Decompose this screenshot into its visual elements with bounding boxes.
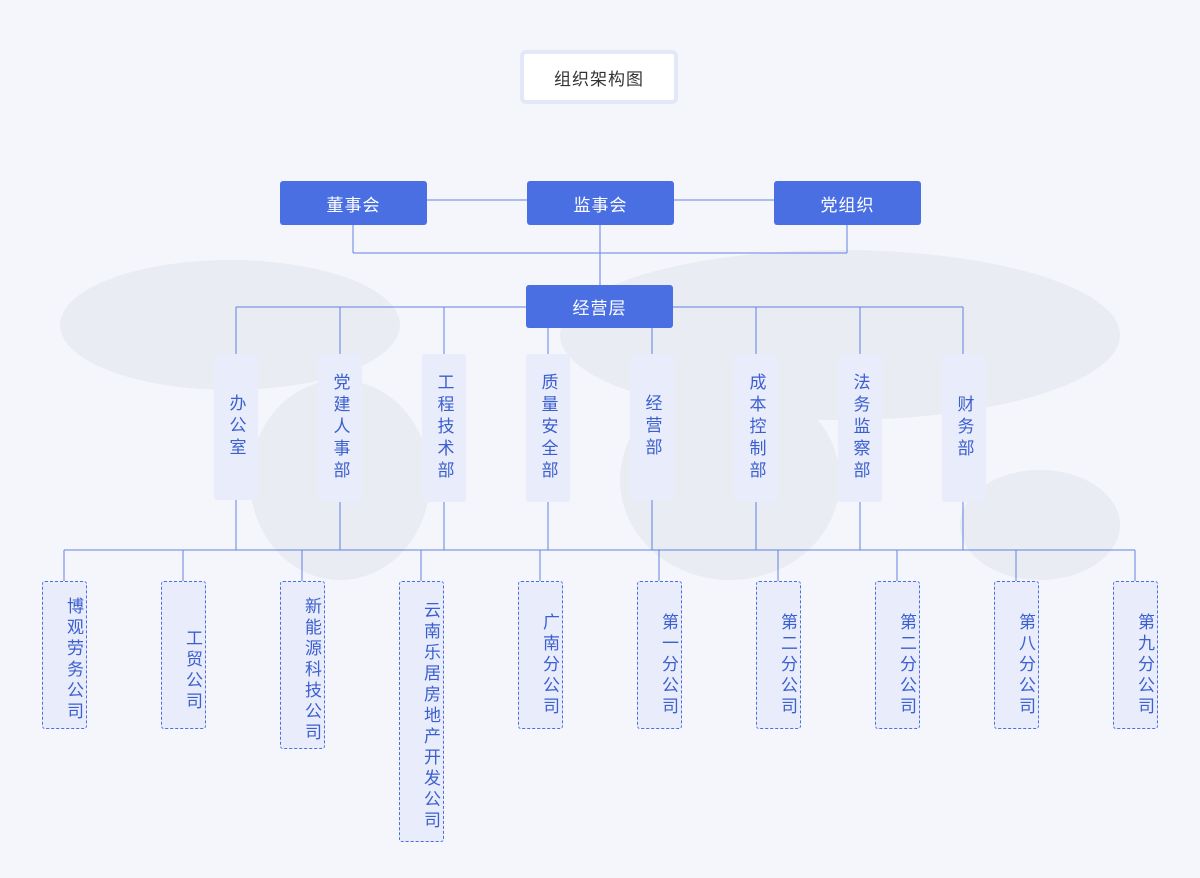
sub-boguan-labor[interactable]: 博观劳务公司 — [42, 581, 87, 729]
chart-title: 组织架构图 — [520, 50, 678, 104]
board-of-directors-box[interactable]: 董事会 — [280, 181, 427, 225]
dept-cost-control[interactable]: 成本控制部 — [734, 354, 778, 502]
sub-second-branch[interactable]: 第二分公司 — [756, 581, 801, 729]
dept-office[interactable]: 办公室 — [214, 354, 258, 500]
sub-new-energy-tech[interactable]: 新能源科技公司 — [280, 581, 325, 749]
management-box[interactable]: 经营层 — [526, 285, 673, 328]
dept-party-hr[interactable]: 党建人事部 — [318, 354, 362, 502]
dept-legal-supervision[interactable]: 法务监察部 — [838, 354, 882, 502]
sub-ninth-branch[interactable]: 第九分公司 — [1113, 581, 1158, 729]
dept-business[interactable]: 经营部 — [630, 354, 674, 500]
sub-first-branch[interactable]: 第一分公司 — [637, 581, 682, 729]
sub-yunnan-real-estate[interactable]: 云南乐居房地产开发公司 — [399, 581, 444, 842]
map-watermark-5 — [960, 470, 1120, 580]
dept-engineering[interactable]: 工程技术部 — [422, 354, 466, 502]
dept-finance[interactable]: 财务部 — [942, 354, 986, 502]
party-organization-box[interactable]: 党组织 — [774, 181, 921, 225]
sub-guangnan-branch[interactable]: 广南分公司 — [518, 581, 563, 729]
dept-quality-safety[interactable]: 质量安全部 — [526, 354, 570, 502]
sub-second-branch-2[interactable]: 第二分公司 — [875, 581, 920, 729]
sub-eighth-branch[interactable]: 第八分公司 — [994, 581, 1039, 729]
supervisory-board-box[interactable]: 监事会 — [527, 181, 674, 225]
sub-industry-trade[interactable]: 工贸公司 — [161, 581, 206, 729]
